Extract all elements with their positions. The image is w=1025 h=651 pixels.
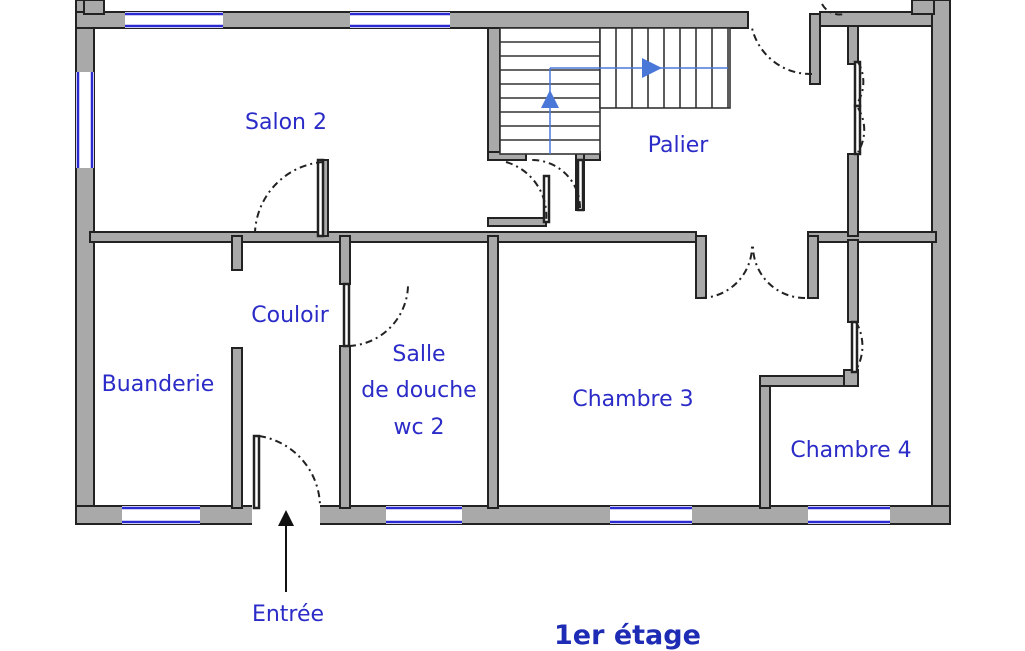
room-label-chambre-4: Chambre 4 — [790, 438, 912, 463]
room-label-chambre-3: Chambre 3 — [572, 387, 694, 412]
entrance-label: Entrée — [251, 602, 325, 627]
room-label-salle-line1: Salle — [392, 342, 446, 367]
staircase — [499, 27, 731, 155]
room-label-salle-line3: wc 2 — [393, 415, 445, 440]
floor-title: 1er étage — [554, 620, 701, 651]
entrance-arrow — [278, 510, 294, 592]
interior-walls — [89, 13, 937, 509]
room-label-salon-2: Salon 2 — [245, 110, 327, 135]
doors — [252, 3, 866, 510]
room-label-palier: Palier — [647, 133, 709, 158]
room-label-buanderie: Buanderie — [101, 372, 215, 397]
room-label-salle-line2: de douche — [361, 378, 477, 403]
room-label-couloir: Couloir — [251, 303, 329, 328]
arrow-up-icon — [278, 510, 294, 526]
windows — [76, 12, 890, 524]
stair-right-arrow-icon — [642, 58, 662, 78]
stair-up-arrow-icon — [541, 90, 559, 108]
